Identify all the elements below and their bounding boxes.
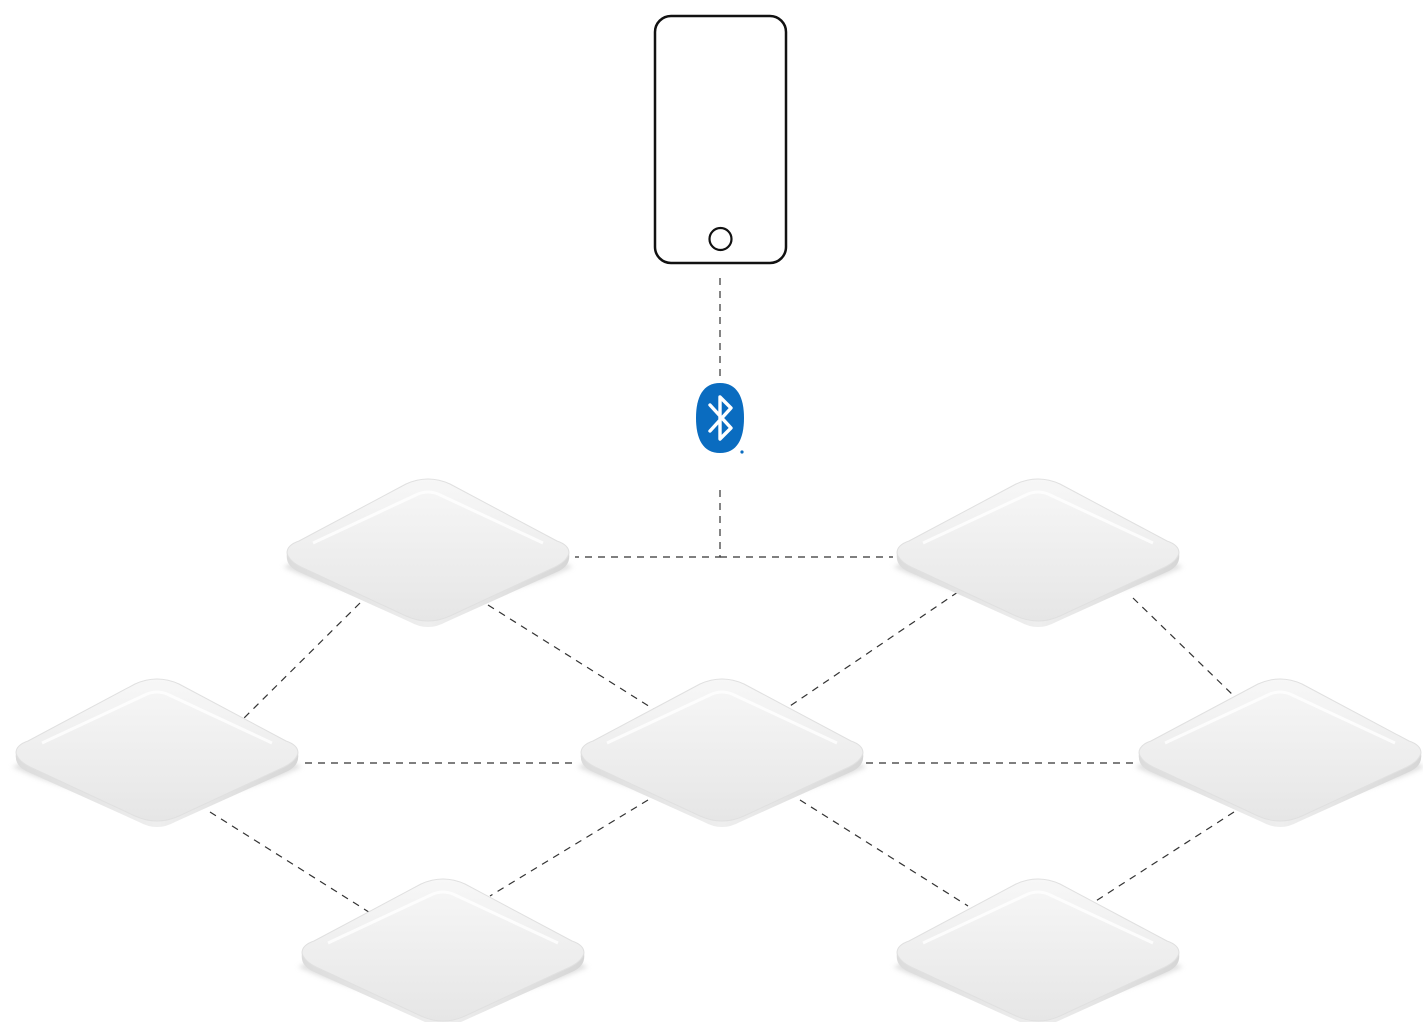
ceiling-light-icon (1135, 678, 1423, 827)
link-lamp-5-lamp-7 (1087, 811, 1235, 907)
link-lamp-2-lamp-4 (789, 591, 959, 707)
link-lamp-2-lamp-5 (1132, 597, 1237, 699)
bluetooth-icon (696, 383, 744, 454)
link-lamp-4-lamp-7 (799, 799, 969, 907)
home-button-icon (708, 226, 733, 252)
link-lamp-1-lamp-3 (239, 602, 361, 723)
link-lamp-1-lamp-4 (487, 604, 656, 711)
ceiling-light-icon (12, 678, 302, 827)
ceiling-light-icon (893, 478, 1183, 627)
link-lamp-4-lamp-6 (489, 799, 649, 897)
link-bt-lamp-1 (575, 490, 721, 558)
ceiling-light-icon (893, 878, 1183, 1022)
ceiling-light-icon (298, 878, 588, 1022)
link-lamp-3-lamp-6 (209, 811, 373, 915)
ceiling-light-icon (577, 678, 867, 827)
ceiling-light-icon (283, 478, 573, 627)
smartphone-icon (653, 14, 788, 265)
connection-lines (209, 278, 1237, 915)
